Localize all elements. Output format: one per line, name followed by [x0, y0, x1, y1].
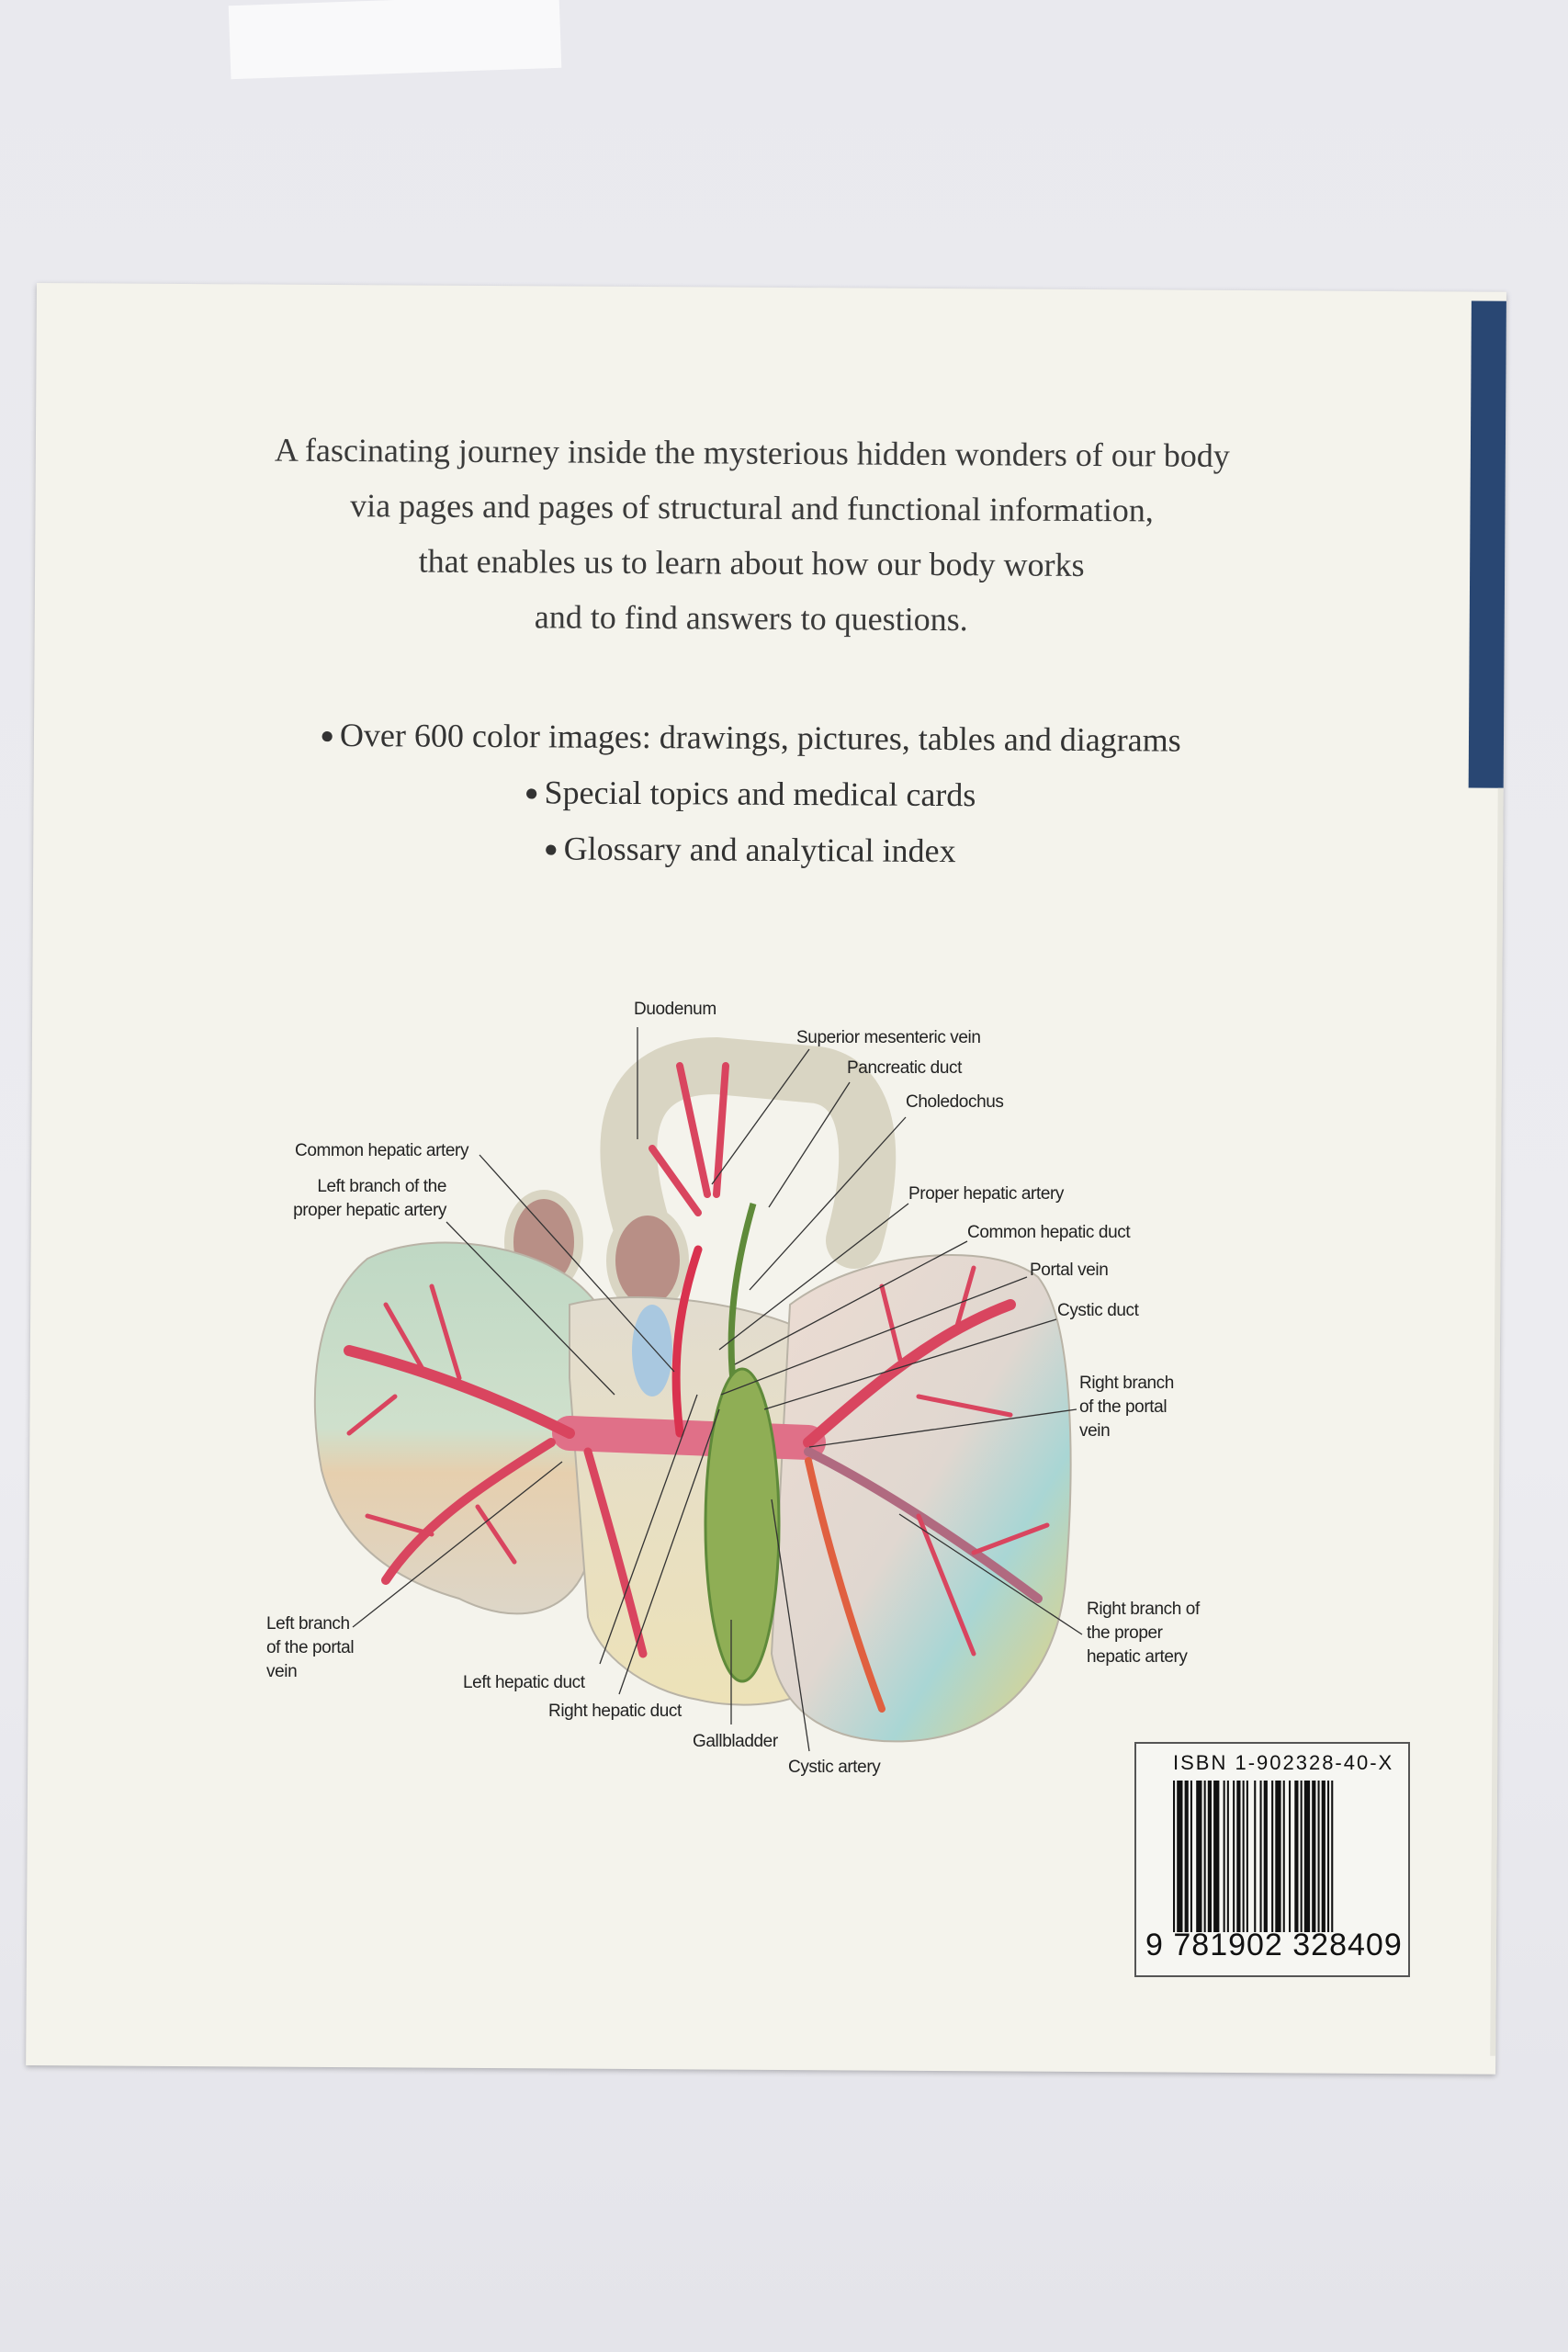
isbn-text: ISBN 1-902328-40-X: [1173, 1751, 1394, 1774]
barcode-bar: [1331, 1781, 1334, 1932]
label-proper-hepatic-artery: Proper hepatic artery: [908, 1184, 1065, 1204]
barcode-bar: [1275, 1781, 1281, 1932]
barcode-bar: [1226, 1781, 1229, 1932]
barcode-bar: [1242, 1781, 1245, 1932]
barcode-bar: [1321, 1781, 1325, 1932]
barcode-bar: [1263, 1781, 1268, 1932]
isbn-barcode-box: ISBN 1-902328-40-X 9 781902 328409: [1134, 1742, 1410, 1977]
barcode-bar: [1327, 1781, 1330, 1932]
barcode-bar: [1294, 1781, 1299, 1932]
label-cystic-duct: Cystic duct: [1057, 1301, 1139, 1320]
barcode-bar: [1246, 1781, 1248, 1932]
barcode-bar: [1173, 1781, 1176, 1932]
label-pancreatic-duct: Pancreatic duct: [847, 1058, 962, 1078]
label-common-hepatic-artery: Common hepatic artery: [295, 1141, 469, 1160]
label-portal-vein: Portal vein: [1030, 1261, 1109, 1280]
barcode-bar: [1223, 1781, 1225, 1932]
barcode-bar: [1312, 1781, 1316, 1932]
label-superior-mesenteric-vein: Superior mesenteric vein: [796, 1028, 981, 1047]
label-left-hepatic-duct: Left hepatic duct: [463, 1673, 585, 1692]
barcode-bar: [1213, 1781, 1220, 1932]
barcode-bar: [1177, 1781, 1183, 1932]
duodenum: [600, 1036, 897, 1269]
barcode-bar: [1271, 1781, 1274, 1932]
barcode-bar: [1196, 1781, 1202, 1932]
label-left-branch-portal-vein: Left branch of the portal vein: [266, 1614, 355, 1681]
label-common-hepatic-duct: Common hepatic duct: [967, 1223, 1131, 1242]
label-choledochus: Choledochus: [906, 1092, 1004, 1112]
duodenum-end: [606, 1206, 689, 1315]
label-right-branch-portal-vein: Right branch of the portal vein: [1079, 1374, 1174, 1441]
barcode-bar: [1300, 1781, 1303, 1932]
label-gallbladder: Gallbladder: [693, 1732, 778, 1751]
label-cystic-artery: Cystic artery: [788, 1758, 881, 1777]
blue-vessel: [632, 1305, 672, 1396]
gallbladder: [704, 1367, 781, 1683]
label-left-branch-proper-hepatic-artery: Left branch of the proper hepatic artery: [293, 1177, 446, 1220]
barcode-bar: [1236, 1781, 1241, 1932]
barcode-bar: [1282, 1781, 1285, 1932]
barcode-bar: [1317, 1781, 1320, 1932]
barcode-bar: [1203, 1781, 1206, 1932]
barcode-bar: [1233, 1781, 1235, 1932]
label-right-branch-proper-hepatic-artery: Right branch of the proper hepatic arter…: [1087, 1600, 1200, 1667]
label-duodenum: Duodenum: [634, 1000, 716, 1019]
right-lobe: [770, 1254, 1072, 1743]
barcode-bar: [1184, 1781, 1189, 1932]
barcode-bar: [1259, 1781, 1262, 1932]
barcode-bar: [1207, 1781, 1212, 1932]
barcode-bar: [1190, 1781, 1192, 1932]
leader-lines: [352, 1027, 1083, 1752]
barcode-bar: [1254, 1781, 1257, 1932]
barcode: [1173, 1781, 1334, 1932]
barcode-bar: [1289, 1781, 1292, 1932]
barcode-digits: 9 781902 328409: [1145, 1928, 1403, 1962]
barcode-bar: [1303, 1781, 1311, 1932]
label-right-hepatic-duct: Right hepatic duct: [548, 1702, 682, 1721]
